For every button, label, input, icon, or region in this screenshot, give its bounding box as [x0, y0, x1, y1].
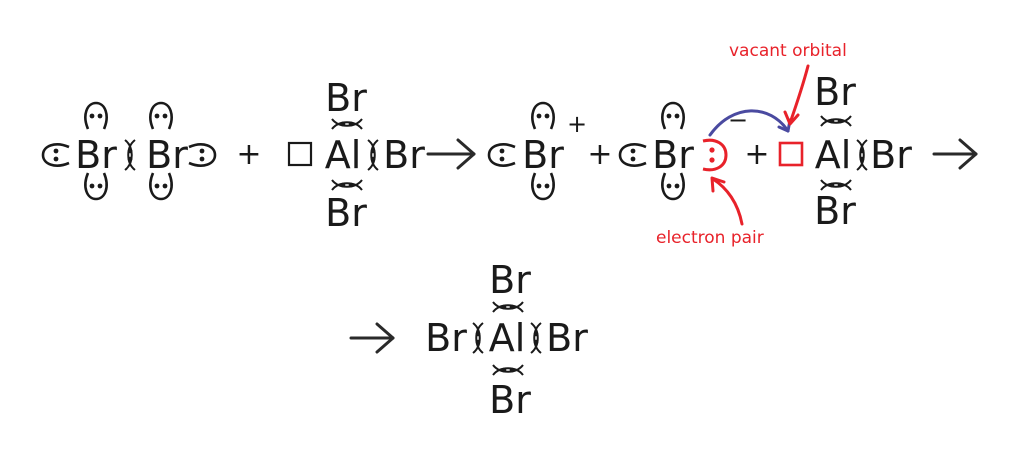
bonding-pair [124, 139, 136, 171]
highlighted-electron-pair [702, 138, 728, 172]
plus-sign: + [587, 137, 612, 172]
bonding-pair [331, 179, 363, 191]
bromine-cation: Br + [487, 101, 587, 201]
aluminum-atom: Al [325, 133, 362, 177]
bonding-pair [820, 115, 852, 127]
electron-movement-arrow [708, 109, 792, 137]
bonding-pair [492, 301, 524, 313]
bonding-pair [367, 139, 379, 171]
vacant-orbital-annotation: vacant orbital [729, 41, 847, 126]
reaction-arrow [932, 138, 978, 170]
bromide-anion: Br − [618, 101, 748, 201]
bromine-atom: Br [425, 316, 467, 360]
bromine-atom: Br [489, 258, 531, 302]
lone-pair [487, 143, 517, 167]
bromine-atom: Br [522, 133, 564, 177]
bromine-atom: Br [814, 70, 856, 114]
bromine-atom: Br [75, 133, 117, 177]
lone-pair [661, 101, 685, 131]
lone-pair [84, 101, 108, 131]
vacant-orbital-box [287, 141, 313, 167]
bromine-atom: Br [652, 133, 694, 177]
vacant-orbital-box [778, 141, 804, 167]
bonding-pair [492, 364, 524, 376]
lone-pair [187, 143, 217, 167]
bromine-atom: Br [325, 191, 367, 235]
bromine-atom: Br [870, 133, 912, 177]
plus-sign: + [236, 137, 261, 172]
aluminum-atom: Al [815, 133, 852, 177]
reaction-arrow [426, 138, 476, 170]
bonding-pair [856, 139, 868, 171]
aluminum-bromide-molecule: Br Al Br Br [778, 70, 912, 233]
bonding-pair [331, 118, 363, 130]
lone-pair [618, 143, 648, 167]
bonding-pair [472, 322, 484, 354]
lone-pair [531, 101, 555, 131]
positive-charge: + [567, 110, 587, 138]
bromine-atom: Br [546, 316, 588, 360]
bromine-atom: Br [325, 76, 367, 120]
lone-pair [149, 101, 173, 131]
bromine-molecule: Br Br [41, 101, 217, 201]
bromine-atom: Br [489, 378, 531, 422]
aluminum-bromide-molecule: Br Al Br Br [287, 76, 425, 235]
plus-sign: + [744, 137, 769, 172]
aluminum-atom: Al [489, 316, 526, 360]
reaction-arrow [349, 322, 395, 354]
tetrabromoaluminate-ion: Br Br Al Br Br [425, 258, 588, 422]
bromine-atom: Br [814, 189, 856, 233]
electron-pair-label: electron pair [656, 228, 764, 248]
bromine-atom: Br [146, 133, 188, 177]
bromine-atom: Br [383, 133, 425, 177]
lone-pair [41, 143, 71, 167]
electron-pair-annotation: electron pair [656, 176, 764, 248]
vacant-orbital-label: vacant orbital [729, 41, 847, 61]
bonding-pair [530, 322, 542, 354]
